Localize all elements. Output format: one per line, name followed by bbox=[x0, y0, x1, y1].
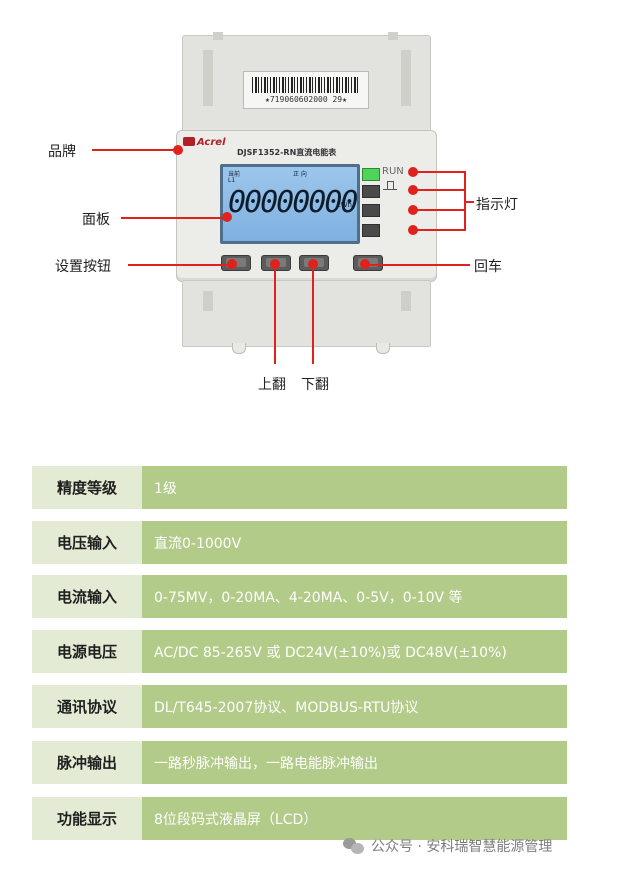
callout-brand: 品牌 bbox=[48, 144, 76, 160]
barcode-label: ★719060602000 29★ bbox=[243, 71, 369, 109]
callout-line bbox=[464, 201, 474, 203]
callout-panel: 面板 bbox=[82, 212, 110, 228]
spec-label: 电压输入 bbox=[32, 521, 142, 564]
callout-line bbox=[92, 149, 178, 151]
wechat-icon bbox=[343, 837, 365, 855]
din-clip bbox=[376, 343, 390, 354]
meter-front-panel: Acrel DJSF1352-RN直流电能表 当前 正 向 L1 0000000… bbox=[176, 130, 437, 282]
lcd-unit: kWh bbox=[336, 201, 352, 209]
top-slot bbox=[401, 50, 411, 106]
pulse-led bbox=[362, 185, 380, 198]
indicator-led-4 bbox=[362, 224, 380, 237]
callout-line bbox=[274, 264, 276, 364]
callout-line bbox=[413, 209, 465, 211]
callout-line bbox=[121, 217, 227, 219]
callout-line bbox=[366, 264, 470, 266]
spec-row: 电源电压 AC/DC 85-265V 或 DC24V(±10%)或 DC48V(… bbox=[32, 630, 567, 673]
run-led bbox=[362, 168, 380, 181]
brand-name: Acrel bbox=[197, 137, 226, 148]
callout-dot bbox=[360, 259, 370, 269]
spec-value: AC/DC 85-265V 或 DC24V(±10%)或 DC48V(±10%) bbox=[142, 630, 567, 673]
callout-dot bbox=[173, 145, 183, 155]
energy-meter-device: ★719060602000 29★ Acrel DJSF1352-RN直流电能表… bbox=[176, 30, 437, 360]
callout-page-up: 上翻 bbox=[258, 377, 286, 393]
pulse-icon bbox=[383, 181, 397, 190]
spec-value: DL/T645-2007协议、MODBUS-RTU协议 bbox=[142, 685, 567, 728]
callout-page-down: 下翻 bbox=[301, 377, 329, 393]
spec-label: 精度等级 bbox=[32, 466, 142, 509]
spec-row: 通讯协议 DL/T645-2007协议、MODBUS-RTU协议 bbox=[32, 685, 567, 728]
spec-row: 电压输入 直流0-1000V bbox=[32, 521, 567, 564]
callout-enter: 回车 bbox=[474, 259, 502, 275]
spec-value: 0-75MV，0-20MA、4-20MA、0-5V，0-10V 等 bbox=[142, 575, 567, 618]
meter-top-cover: ★719060602000 29★ bbox=[182, 32, 431, 137]
lcd-digits: 00000000 bbox=[228, 185, 358, 220]
lcd-display: 当前 正 向 L1 00000000 kWh bbox=[220, 164, 360, 244]
callout-line bbox=[413, 229, 465, 231]
top-slot bbox=[203, 50, 213, 106]
lcd-label-l1: L1 bbox=[228, 177, 236, 184]
watermark-text: 公众号 · 安科瑞智慧能源管理 bbox=[371, 839, 553, 855]
spec-row: 精度等级 1级 bbox=[32, 466, 567, 509]
meter-bottom-cover bbox=[182, 280, 431, 347]
top-notch bbox=[388, 32, 398, 40]
brand-logo: Acrel bbox=[183, 137, 226, 148]
model-label: DJSF1352-RN直流电能表 bbox=[237, 148, 337, 157]
spec-label: 通讯协议 bbox=[32, 685, 142, 728]
indicator-led-3 bbox=[362, 204, 380, 217]
barcode-number: ★719060602000 29★ bbox=[265, 95, 347, 104]
bottom-slot bbox=[203, 291, 213, 311]
spec-row: 功能显示 8位段码式液晶屏（LCD） bbox=[32, 797, 567, 840]
spec-label: 脉冲输出 bbox=[32, 741, 142, 784]
run-label: RUN bbox=[382, 166, 404, 177]
spec-value: 一路秒脉冲输出，一路电能脉冲输出 bbox=[142, 741, 567, 784]
watermark: 公众号 · 安科瑞智慧能源管理 bbox=[343, 836, 552, 856]
callout-set-button: 设置按钮 bbox=[55, 259, 111, 275]
din-clip bbox=[232, 343, 246, 354]
lcd-label-forward: 正 向 bbox=[293, 171, 307, 178]
bottom-slot bbox=[401, 291, 411, 311]
brand-mark-icon bbox=[183, 137, 195, 146]
barcode-bars bbox=[252, 77, 360, 93]
spec-label: 电流输入 bbox=[32, 575, 142, 618]
callout-line bbox=[312, 264, 314, 364]
callout-line bbox=[413, 171, 465, 173]
spec-label: 电源电压 bbox=[32, 630, 142, 673]
callout-line bbox=[413, 189, 465, 191]
callout-indicator: 指示灯 bbox=[476, 197, 518, 213]
spec-value: 8位段码式液晶屏（LCD） bbox=[142, 797, 567, 840]
spec-value: 1级 bbox=[142, 466, 567, 509]
spec-value: 直流0-1000V bbox=[142, 521, 567, 564]
spec-row: 电流输入 0-75MV，0-20MA、4-20MA、0-5V，0-10V 等 bbox=[32, 575, 567, 618]
callout-line bbox=[128, 264, 232, 266]
spec-label: 功能显示 bbox=[32, 797, 142, 840]
lcd-label-current: 当前 bbox=[228, 171, 241, 178]
spec-row: 脉冲输出 一路秒脉冲输出，一路电能脉冲输出 bbox=[32, 741, 567, 784]
top-notch bbox=[213, 32, 223, 40]
callout-dot bbox=[227, 259, 237, 269]
callout-dot bbox=[222, 212, 232, 222]
